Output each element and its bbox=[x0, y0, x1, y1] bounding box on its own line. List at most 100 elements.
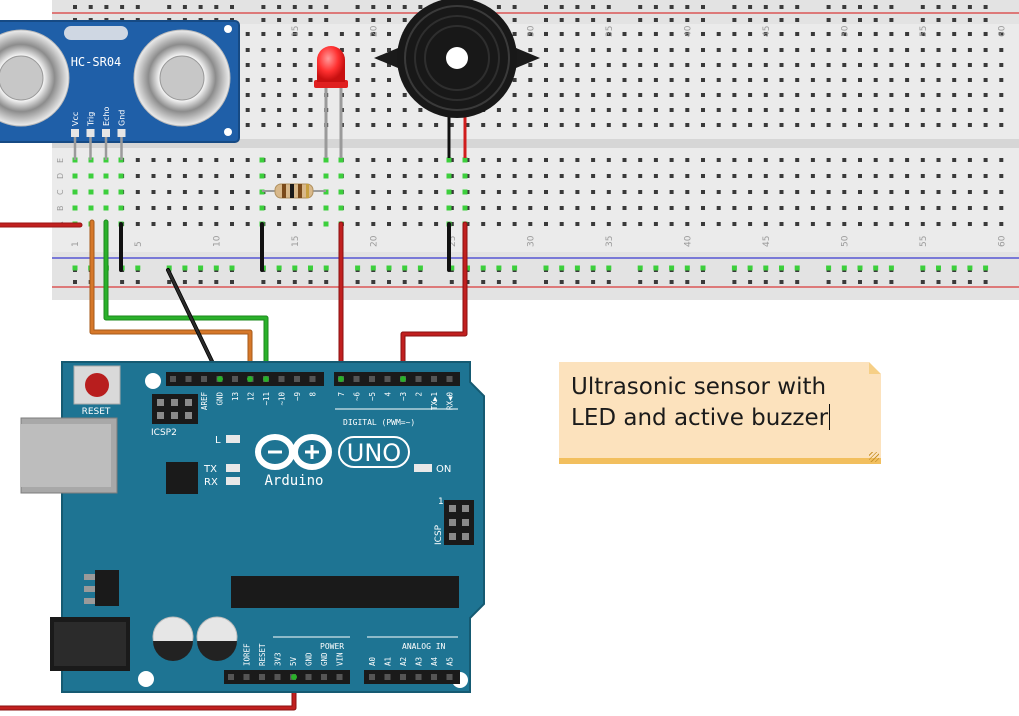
hole bbox=[936, 93, 941, 97]
hole bbox=[967, 63, 972, 67]
arduino-uno-board[interactable]: RESET ICSP2 L TX RX UNO Arduino ON bbox=[20, 361, 485, 693]
hole bbox=[135, 190, 140, 194]
hole bbox=[214, 222, 219, 226]
hole bbox=[701, 78, 705, 82]
active-buzzer[interactable] bbox=[374, 0, 540, 158]
hole bbox=[512, 190, 517, 194]
sensor-pin-pad bbox=[71, 129, 79, 137]
hole bbox=[858, 108, 862, 112]
rail-hole bbox=[261, 280, 266, 284]
hole bbox=[795, 206, 800, 210]
rail-hole bbox=[920, 5, 925, 9]
hole bbox=[277, 48, 282, 52]
hole bbox=[591, 158, 596, 162]
power-pin-label: VIN bbox=[336, 652, 345, 666]
icsp-header bbox=[444, 500, 474, 545]
analog-pin-header[interactable] bbox=[364, 670, 460, 684]
row-letter: C bbox=[56, 189, 65, 195]
hole bbox=[685, 108, 690, 112]
hole bbox=[387, 48, 391, 52]
hole bbox=[261, 32, 266, 36]
hole bbox=[544, 63, 548, 67]
sticky-note[interactable]: Ultrasonic sensor with LED and active bu… bbox=[559, 362, 881, 464]
hole bbox=[763, 93, 768, 97]
header-pin bbox=[449, 505, 456, 512]
rail-hole bbox=[512, 280, 517, 284]
hole bbox=[952, 63, 957, 67]
hole bbox=[905, 48, 910, 52]
hole bbox=[701, 48, 705, 52]
hole bbox=[716, 174, 721, 178]
hole bbox=[544, 123, 548, 127]
header-pin bbox=[274, 674, 281, 680]
hole bbox=[606, 123, 611, 127]
analog-pin-label: A4 bbox=[430, 656, 439, 666]
hole bbox=[214, 158, 219, 162]
header-pin bbox=[384, 376, 391, 382]
red-led[interactable] bbox=[314, 46, 348, 158]
hole bbox=[920, 78, 925, 82]
analog-header-label: ANALOG IN bbox=[402, 642, 446, 651]
hole bbox=[481, 206, 486, 210]
hole bbox=[277, 206, 282, 210]
connected-hole bbox=[259, 157, 265, 163]
resistor[interactable] bbox=[262, 183, 326, 199]
rail-hole bbox=[858, 18, 862, 22]
hole bbox=[245, 93, 250, 97]
hole bbox=[685, 48, 690, 52]
hole bbox=[810, 63, 815, 67]
hole bbox=[544, 93, 548, 97]
hole bbox=[638, 206, 643, 210]
header-pin bbox=[446, 674, 453, 680]
hole bbox=[151, 190, 156, 194]
connected-hole bbox=[462, 205, 468, 211]
hole bbox=[967, 108, 972, 112]
rail-hole bbox=[182, 280, 187, 284]
connected-hole bbox=[323, 157, 329, 163]
hole bbox=[952, 78, 957, 82]
hole bbox=[355, 222, 360, 226]
column-number: 25 bbox=[448, 236, 458, 247]
hole bbox=[528, 63, 533, 67]
header-pin bbox=[185, 399, 192, 406]
rail-hole bbox=[669, 280, 674, 284]
hole bbox=[622, 48, 627, 52]
hole bbox=[512, 78, 517, 82]
hole bbox=[732, 123, 737, 127]
rail-hole bbox=[826, 280, 831, 284]
capacitor bbox=[196, 616, 238, 661]
digital-pin-label: ~5 bbox=[368, 392, 377, 401]
connected-hole bbox=[543, 265, 549, 271]
hole bbox=[873, 123, 878, 127]
rail-hole bbox=[544, 18, 548, 22]
power-pin-label: RESET bbox=[258, 643, 267, 666]
hole bbox=[261, 63, 266, 67]
hole bbox=[371, 206, 376, 210]
rail-hole bbox=[73, 5, 77, 9]
hole bbox=[763, 48, 768, 52]
hole bbox=[308, 222, 313, 226]
note-resize-grip[interactable] bbox=[869, 452, 879, 462]
rail-hole bbox=[355, 18, 360, 22]
note-text[interactable]: Ultrasonic sensor with LED and active bu… bbox=[571, 372, 871, 434]
hole bbox=[182, 174, 187, 178]
hole bbox=[245, 123, 250, 127]
hole bbox=[575, 123, 580, 127]
hole bbox=[528, 93, 533, 97]
hole bbox=[999, 222, 1004, 226]
hole bbox=[151, 158, 156, 162]
hole bbox=[701, 108, 705, 112]
hole bbox=[889, 78, 894, 82]
rail-hole bbox=[779, 280, 784, 284]
hole bbox=[292, 158, 297, 162]
hole bbox=[638, 108, 643, 112]
hole bbox=[261, 78, 266, 82]
hole bbox=[701, 206, 705, 210]
hole bbox=[936, 63, 941, 67]
digital-pin-header[interactable] bbox=[166, 372, 460, 386]
connected-hole bbox=[259, 205, 265, 211]
hole bbox=[292, 174, 297, 178]
hole bbox=[387, 123, 391, 127]
power-pin-header[interactable] bbox=[224, 670, 350, 684]
